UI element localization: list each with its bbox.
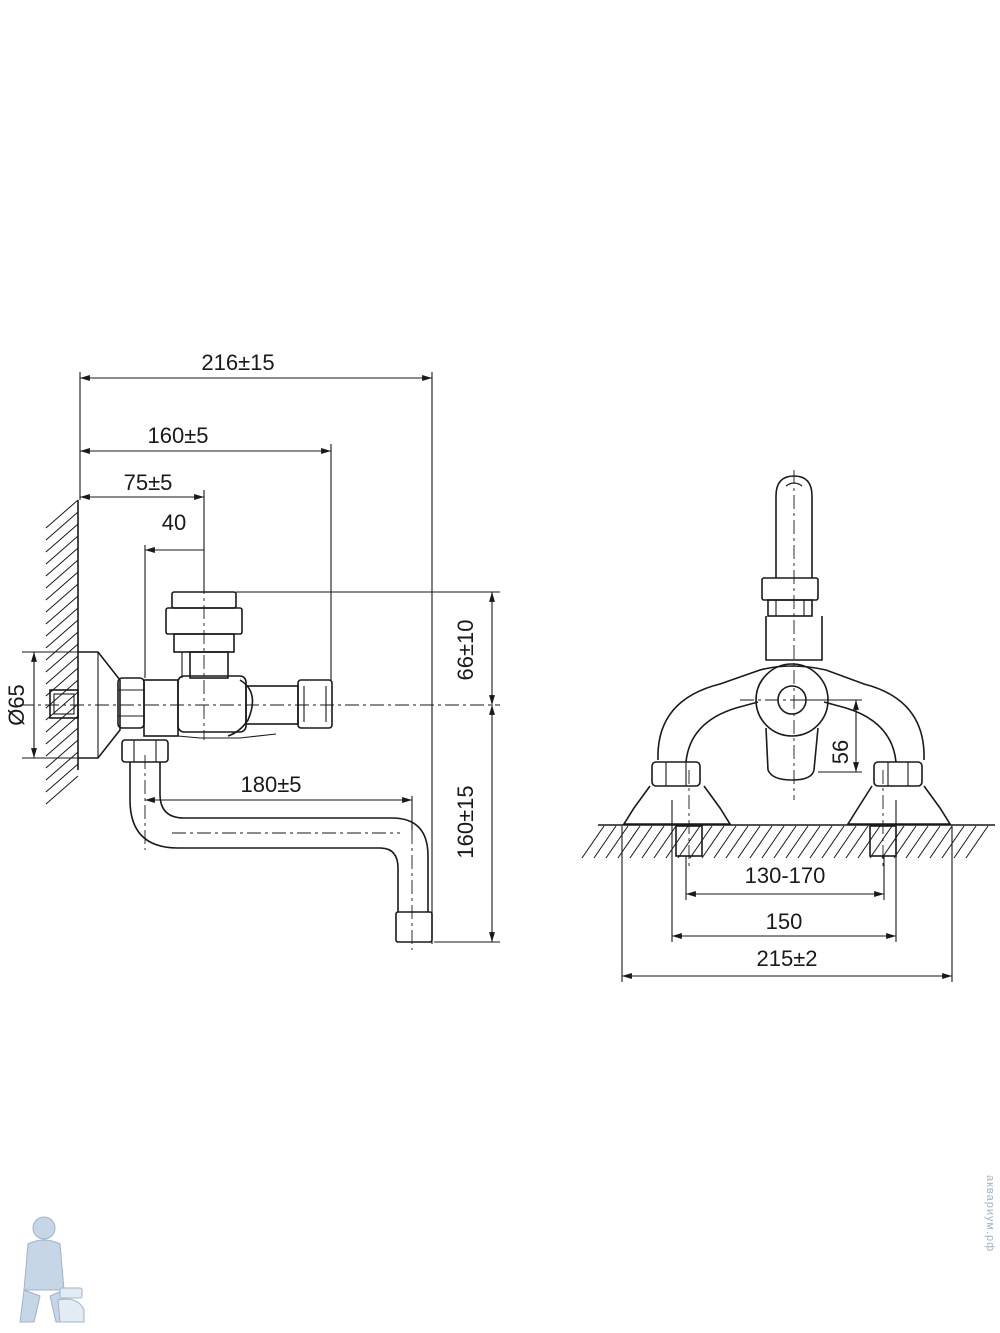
dim-eccentric-height: 56 bbox=[828, 740, 853, 764]
dim-handle-height: 66±10 bbox=[453, 619, 478, 680]
wall-hatch-line bbox=[45, 595, 79, 625]
floor-hatch-line bbox=[617, 825, 641, 859]
wall-hatch-line bbox=[45, 631, 79, 661]
wall-hatch-line bbox=[45, 643, 79, 673]
floor-hatch-line bbox=[605, 825, 629, 859]
wall-hatch-line bbox=[45, 583, 79, 613]
side-centerlines bbox=[20, 580, 500, 950]
front-dimension-lines bbox=[622, 700, 952, 979]
floor-hatch-line bbox=[653, 825, 677, 859]
floor-hatch-line bbox=[917, 825, 941, 859]
floor-hatch-line bbox=[869, 825, 893, 859]
wall-hatch-line bbox=[45, 775, 79, 805]
wall-hatch-line bbox=[45, 727, 79, 757]
wall-hatch-line bbox=[45, 571, 79, 601]
wall-hatch-line bbox=[45, 715, 79, 745]
plumber-logo bbox=[19, 1216, 85, 1323]
floor-hatch-line bbox=[737, 825, 761, 859]
wall-hatch-line bbox=[45, 607, 79, 637]
mixer-body bbox=[117, 675, 333, 739]
floor-hatch-line bbox=[665, 825, 689, 859]
floor-hatch-line bbox=[809, 825, 833, 859]
floor-hatch-line bbox=[881, 825, 905, 859]
wall-hatch-line bbox=[45, 691, 79, 721]
dim-spout-drop: 160±15 bbox=[453, 785, 478, 858]
front-spout bbox=[761, 475, 823, 661]
floor-hatch-line bbox=[593, 825, 617, 859]
spout bbox=[121, 739, 433, 943]
wall-hatch-line bbox=[45, 667, 79, 697]
floor-hatch-line bbox=[773, 825, 797, 859]
dim-spout-reach: 180±5 bbox=[240, 772, 301, 797]
dim-overall-length: 216±15 bbox=[201, 350, 274, 375]
side-extension-lines bbox=[22, 372, 500, 944]
wall-hatch-line bbox=[45, 739, 79, 769]
floor-hatch-line bbox=[641, 825, 665, 859]
floor-hatch-line bbox=[581, 825, 605, 859]
front-eccentric-right bbox=[846, 761, 952, 857]
site-watermark: аквариум.рф bbox=[984, 1175, 996, 1253]
floor-hatch-line bbox=[833, 825, 857, 859]
wall-hatch bbox=[45, 499, 79, 805]
floor-hatch-line bbox=[629, 825, 653, 859]
front-view: 130-170 150 215±2 56 bbox=[581, 470, 995, 982]
wall-hatch-line bbox=[45, 511, 79, 541]
dim-flange-diameter: Ø65 bbox=[4, 684, 29, 726]
wall-hatch-line bbox=[45, 763, 79, 793]
dim-overall-width: 215±2 bbox=[756, 946, 817, 971]
dim-body-length: 160±5 bbox=[147, 423, 208, 448]
wall-hatch-line bbox=[45, 535, 79, 565]
side-dimension-lines bbox=[31, 375, 495, 942]
side-view: 216±15 160±5 75±5 40 180±5 66±10 160±15 … bbox=[4, 350, 500, 950]
wall-hatch-line bbox=[45, 619, 79, 649]
dim-handle-offset: 75±5 bbox=[124, 470, 173, 495]
front-extension-lines bbox=[621, 699, 953, 982]
floor-hatch-line bbox=[857, 825, 881, 859]
wall-hatch-line bbox=[45, 523, 79, 553]
dim-center-range: 130-170 bbox=[745, 863, 826, 888]
floor-hatch-line bbox=[941, 825, 965, 859]
floor-hatch-line bbox=[677, 825, 701, 859]
wall-hatch-line bbox=[45, 547, 79, 577]
floor-hatch-line bbox=[905, 825, 929, 859]
mount-hatch bbox=[581, 824, 995, 859]
wall-hatch-line bbox=[45, 559, 79, 589]
floor-hatch-line bbox=[701, 825, 725, 859]
front-body bbox=[657, 663, 925, 781]
floor-hatch-line bbox=[761, 825, 785, 859]
floor-hatch-line bbox=[725, 825, 749, 859]
floor-hatch-line bbox=[797, 825, 821, 859]
front-centerlines bbox=[688, 470, 884, 870]
dim-center-nominal: 150 bbox=[766, 909, 803, 934]
wall-hatch-line bbox=[45, 751, 79, 781]
floor-hatch-line bbox=[965, 825, 989, 859]
floor-hatch-line bbox=[713, 825, 737, 859]
floor-hatch-line bbox=[821, 825, 845, 859]
floor-hatch-line bbox=[749, 825, 773, 859]
floor-hatch-line bbox=[785, 825, 809, 859]
dim-inlet-offset: 40 bbox=[162, 510, 186, 535]
floor-hatch-line bbox=[929, 825, 953, 859]
floor-hatch-line bbox=[953, 825, 977, 859]
floor-hatch-line bbox=[893, 825, 917, 859]
wall-hatch-line bbox=[45, 655, 79, 685]
floor-hatch-line bbox=[689, 825, 713, 859]
floor-hatch-line bbox=[845, 825, 869, 859]
wall-flange bbox=[49, 651, 121, 759]
wall-hatch-line bbox=[45, 499, 79, 529]
